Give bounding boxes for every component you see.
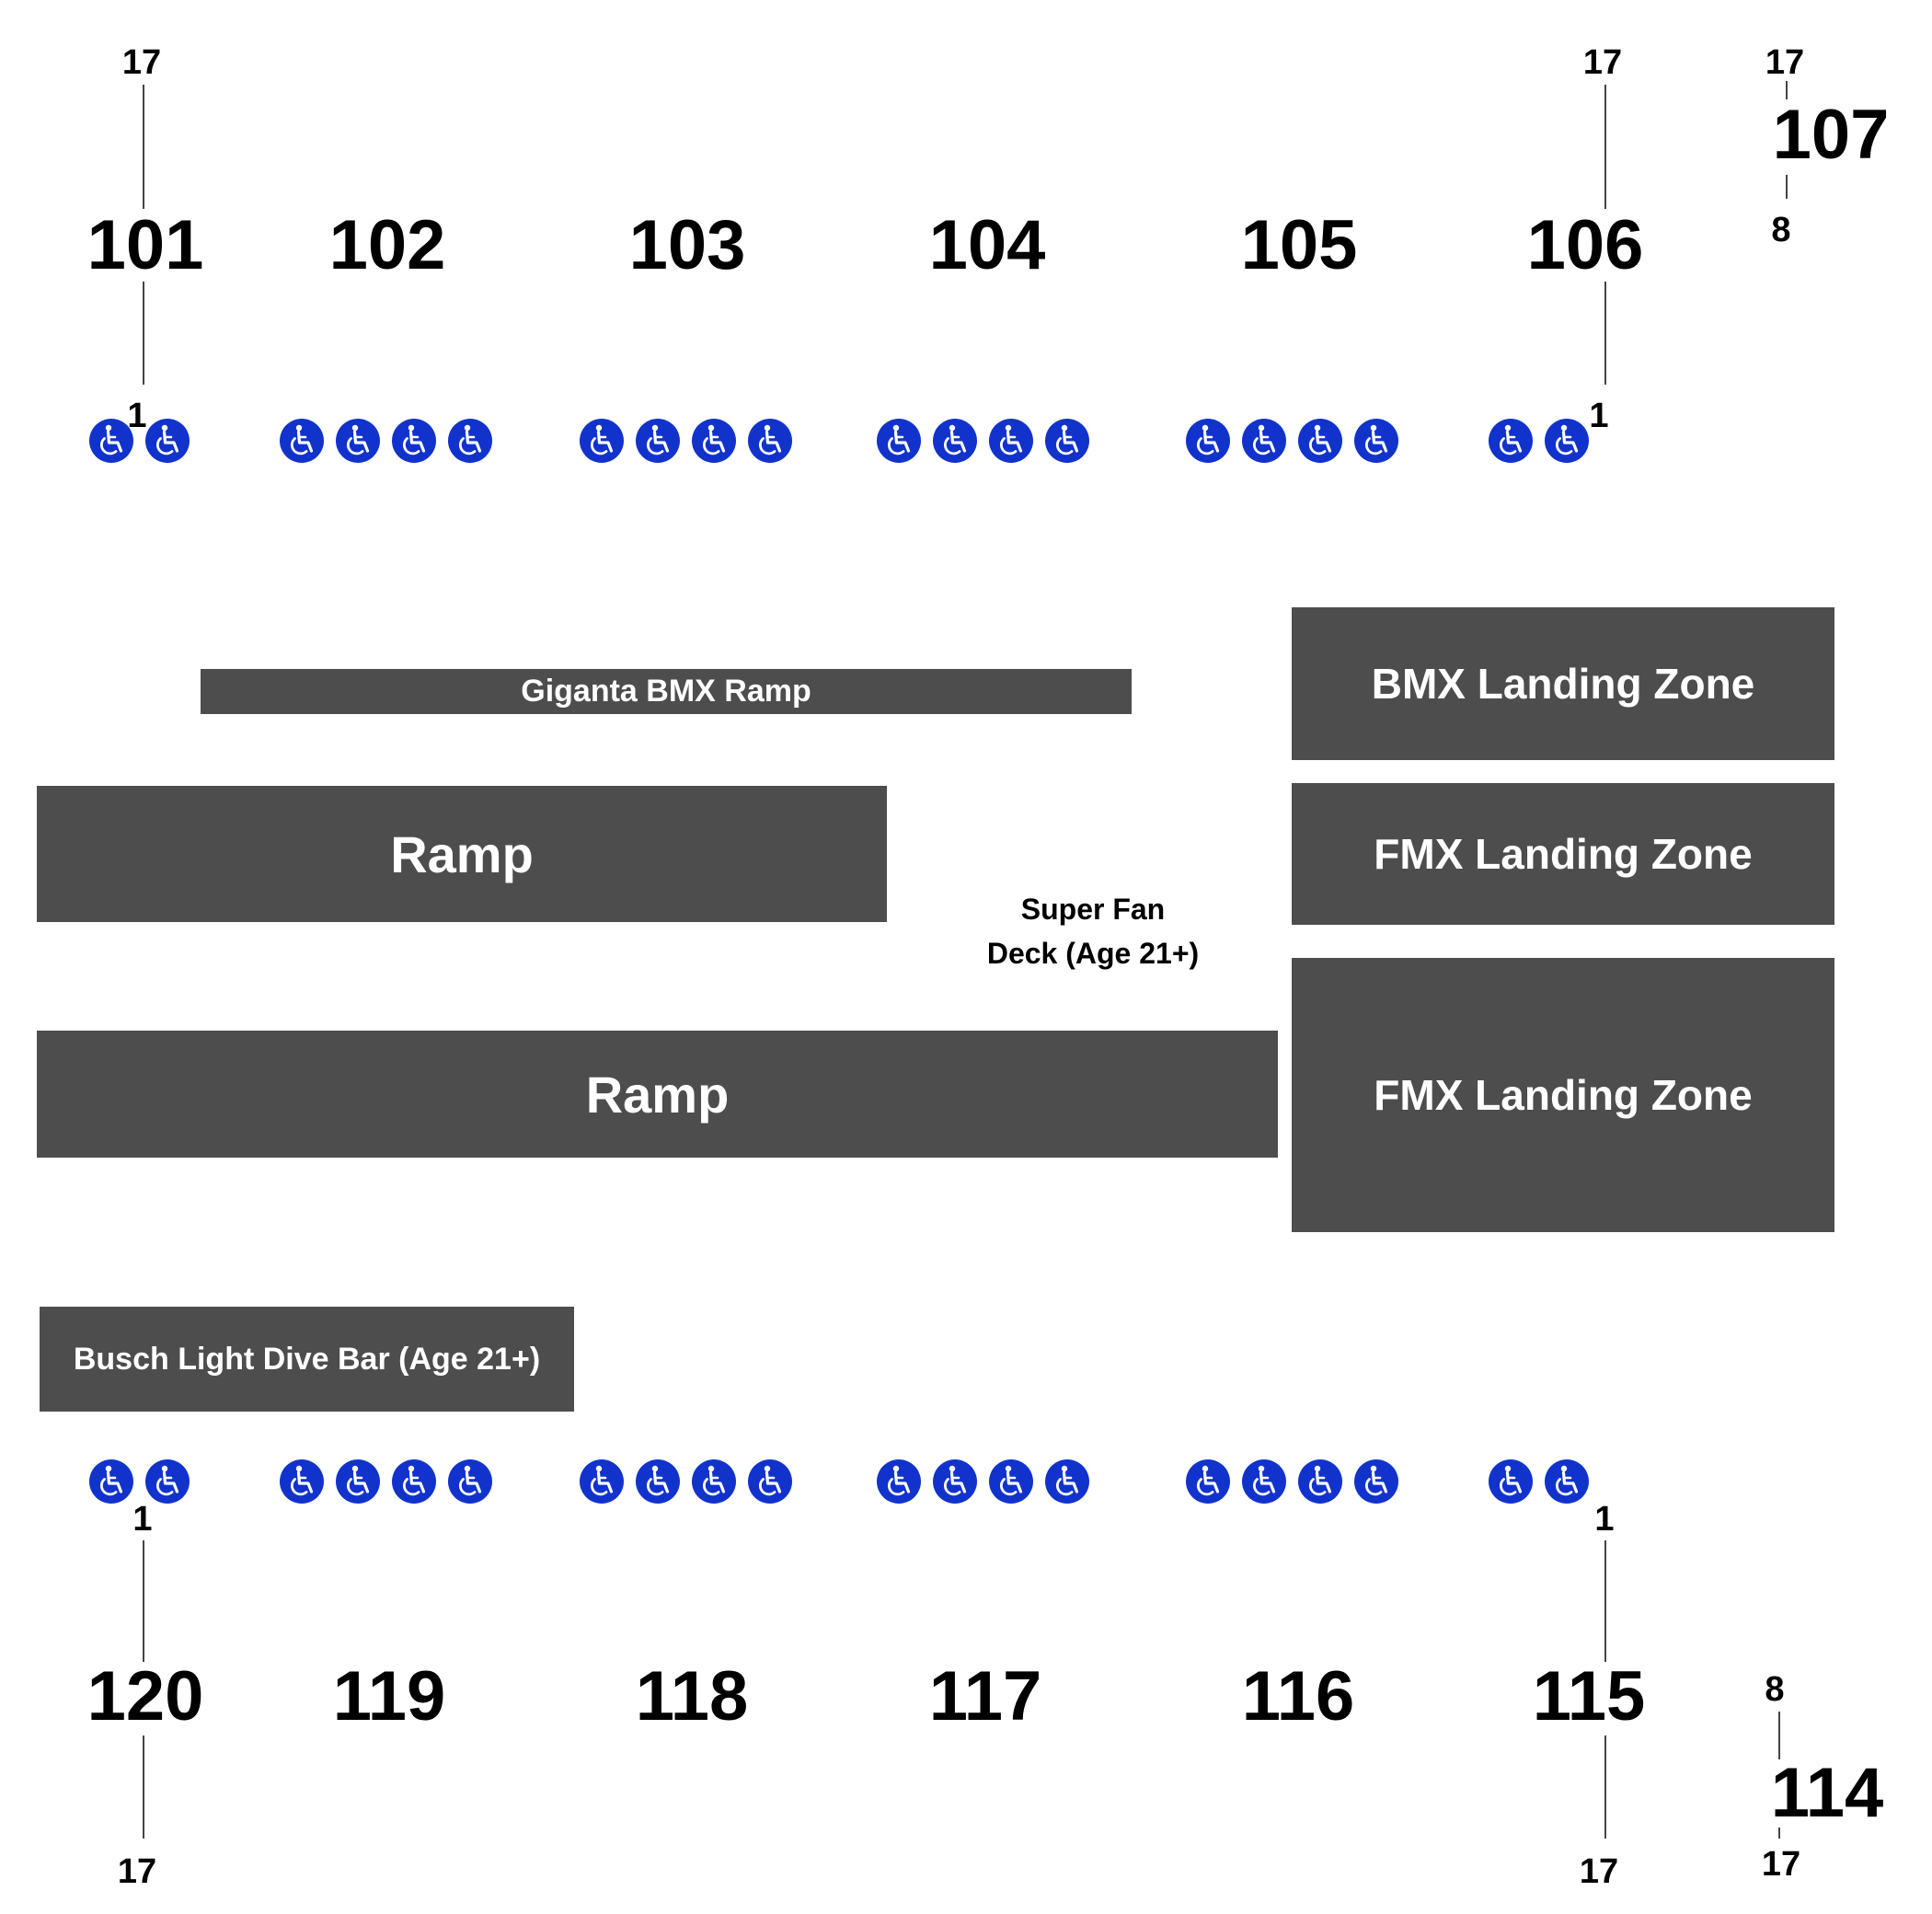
row-label-120-bottom: 17	[117, 1852, 157, 1891]
wheelchair-icon[interactable]	[1044, 1459, 1090, 1505]
wheelchair-icon[interactable]	[1297, 418, 1343, 464]
row-line-106-upper	[1604, 85, 1606, 209]
wheelchair-icon[interactable]	[691, 418, 737, 464]
wheelchair-icon[interactable]	[279, 1459, 325, 1505]
wheelchair-icon[interactable]	[1185, 1459, 1231, 1505]
wheelchair-icon[interactable]	[1488, 418, 1534, 464]
row-line-106-lower	[1604, 282, 1606, 385]
row-line-107-upper	[1786, 81, 1788, 99]
wheelchair-icon[interactable]	[1353, 418, 1399, 464]
wheelchair-icon[interactable]	[932, 1459, 978, 1505]
section-120[interactable]: 120	[86, 1657, 204, 1735]
row-line-115-upper	[1604, 1540, 1606, 1662]
row-line-101-lower	[143, 282, 144, 385]
wheelchair-icon[interactable]	[691, 1459, 737, 1505]
ramp-lower: Ramp	[37, 1031, 1278, 1158]
giganta-bmx-ramp: Giganta BMX Ramp	[201, 669, 1132, 714]
section-117[interactable]: 117	[928, 1657, 1042, 1735]
wheelchair-icon[interactable]	[1353, 1459, 1399, 1505]
wheelchair-icon[interactable]	[579, 1459, 625, 1505]
section-106[interactable]: 106	[1526, 206, 1644, 284]
wheelchair-icon[interactable]	[635, 1459, 681, 1505]
fmx-landing-zone-lower: FMX Landing Zone	[1292, 958, 1834, 1232]
row-label-106-top: 17	[1582, 43, 1623, 82]
row-line-101-upper	[143, 85, 144, 209]
row-line-120-upper	[143, 1540, 144, 1662]
wheelchair-icon[interactable]	[747, 1459, 793, 1505]
wheelchair-icon[interactable]	[279, 418, 325, 464]
wheelchair-icon[interactable]	[391, 1459, 437, 1505]
section-115[interactable]: 115	[1532, 1657, 1646, 1735]
wheelchair-icon[interactable]	[1241, 418, 1287, 464]
wheelchair-icon[interactable]	[391, 418, 437, 464]
wheelchair-icon[interactable]	[747, 418, 793, 464]
row-label-115-top: 1	[1594, 1500, 1615, 1539]
wheelchair-icon[interactable]	[1297, 1459, 1343, 1505]
wheelchair-icon[interactable]	[1488, 1459, 1534, 1505]
wheelchair-icon[interactable]	[88, 1459, 134, 1505]
row-line-114-upper	[1778, 1712, 1780, 1759]
section-105[interactable]: 105	[1240, 206, 1358, 284]
wheelchair-icon[interactable]	[447, 1459, 493, 1505]
section-104[interactable]: 104	[928, 206, 1046, 284]
busch-light-dive-bar: Busch Light Dive Bar (Age 21+)	[40, 1307, 574, 1412]
wheelchair-icon[interactable]	[447, 418, 493, 464]
row-label-120-top: 1	[132, 1500, 153, 1539]
section-102[interactable]: 102	[328, 206, 446, 284]
section-101[interactable]: 101	[86, 206, 204, 284]
ramp-upper: Ramp	[37, 786, 887, 922]
super-fan-line-1: Super Fan	[1020, 893, 1166, 926]
row-label-107-bottom: 8	[1771, 211, 1791, 249]
row-label-101-top: 17	[121, 43, 162, 82]
row-line-114-lower	[1778, 1828, 1780, 1839]
wheelchair-icon[interactable]	[876, 1459, 922, 1505]
wheelchair-icon[interactable]	[1241, 1459, 1287, 1505]
wheelchair-icon[interactable]	[88, 418, 134, 464]
row-label-106-bottom: 1	[1589, 397, 1609, 435]
wheelchair-icon[interactable]	[335, 418, 381, 464]
wheelchair-icon[interactable]	[635, 418, 681, 464]
bmx-landing-zone: BMX Landing Zone	[1292, 607, 1834, 760]
row-label-114-top: 8	[1765, 1670, 1785, 1709]
row-line-115-lower	[1604, 1735, 1606, 1839]
wheelchair-icon[interactable]	[579, 418, 625, 464]
section-116[interactable]: 116	[1241, 1657, 1355, 1735]
row-label-101-bottom: 1	[127, 397, 147, 435]
wheelchair-icon[interactable]	[876, 418, 922, 464]
row-line-107-lower	[1786, 175, 1788, 199]
wheelchair-icon[interactable]	[988, 1459, 1034, 1505]
row-label-114-bottom: 17	[1761, 1845, 1801, 1884]
wheelchair-icon[interactable]	[988, 418, 1034, 464]
section-118[interactable]: 118	[635, 1657, 749, 1735]
super-fan-deck-label: Super Fan Deck (Age 21+)	[987, 887, 1199, 975]
wheelchair-icon[interactable]	[144, 418, 190, 464]
super-fan-line-2: Deck (Age 21+)	[986, 937, 1200, 970]
wheelchair-icon[interactable]	[1544, 418, 1590, 464]
section-107[interactable]: 107	[1772, 96, 1890, 174]
wheelchair-icon[interactable]	[1544, 1459, 1590, 1505]
fmx-landing-zone-upper: FMX Landing Zone	[1292, 783, 1834, 925]
wheelchair-icon[interactable]	[335, 1459, 381, 1505]
row-label-115-bottom: 17	[1579, 1852, 1619, 1891]
section-114[interactable]: 114	[1770, 1754, 1884, 1832]
wheelchair-icon[interactable]	[144, 1459, 190, 1505]
section-119[interactable]: 119	[332, 1657, 446, 1735]
row-label-107-top: 17	[1765, 43, 1805, 82]
wheelchair-icon[interactable]	[1044, 418, 1090, 464]
wheelchair-icon[interactable]	[1185, 418, 1231, 464]
wheelchair-icon[interactable]	[932, 418, 978, 464]
row-line-120-lower	[143, 1735, 144, 1839]
section-103[interactable]: 103	[628, 206, 746, 284]
